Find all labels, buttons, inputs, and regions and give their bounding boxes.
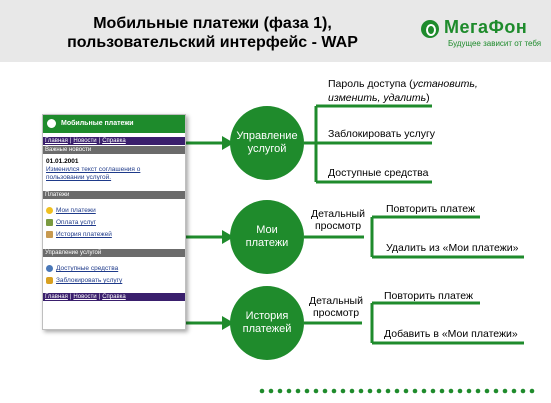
- detail-line-2: просмотр: [314, 220, 362, 232]
- history-icon: [46, 231, 53, 238]
- password-close-paren: ): [426, 92, 430, 104]
- node-my-line-2: платежи: [245, 237, 289, 249]
- wap-header: [43, 115, 185, 133]
- wap-screen: Мобильные платежи Главная|Новости|Справк…: [42, 114, 186, 330]
- label-repeat-payment-history: Повторить платеж: [384, 290, 474, 302]
- title-line-2: пользовательский интерфейс - WAP: [67, 34, 358, 51]
- arrowhead-manage: [222, 136, 234, 150]
- arrowhead-my: [222, 230, 234, 244]
- label-password: Пароль доступа (установить,: [328, 78, 478, 90]
- nav-home-link-bottom[interactable]: Главная: [45, 294, 68, 300]
- label-add-to-my: Добавить в «Мои платежи»: [384, 328, 518, 340]
- label-delete-from-my: Удалить из «Мои платежи»: [386, 242, 519, 254]
- title-line-1: Мобильные платежи (фаза 1),: [93, 15, 332, 32]
- nav-home-link[interactable]: Главная: [45, 138, 68, 144]
- app-icon: [47, 119, 56, 128]
- slide-title: Мобильные платежи (фаза 1), пользователь…: [40, 14, 385, 52]
- detail-line-2-history: просмотр: [312, 307, 360, 319]
- label-repeat-payment-my: Повторить платеж: [386, 203, 476, 215]
- nav-help-link[interactable]: Справка: [102, 138, 126, 144]
- detail-line-1: Детальный: [311, 208, 365, 220]
- dotted-footer: [259, 388, 535, 394]
- nav-help-link-bottom[interactable]: Справка: [102, 294, 126, 300]
- pay-services-link[interactable]: Оплата услуг: [56, 219, 97, 226]
- password-actions-2: изменить, удалить: [328, 92, 427, 104]
- arrowhead-history: [222, 316, 234, 330]
- pay-services-icon: [46, 219, 53, 226]
- megafon-logo-icon: [421, 20, 439, 38]
- logo-slogan: Будущее зависит от тебя: [448, 39, 542, 48]
- detail-line-1-history: Детальный: [309, 295, 363, 307]
- my-payments-link[interactable]: Мои платежи: [56, 207, 96, 214]
- block-service-link[interactable]: Заблокировать услугу: [56, 277, 123, 284]
- header-band: [0, 0, 551, 62]
- section-payments-header: Платежи: [43, 191, 185, 199]
- node-manage-line-2: услугой: [247, 143, 287, 155]
- wap-nav-top: Главная|Новости|Справка: [43, 137, 185, 145]
- star-icon: [46, 207, 53, 214]
- nav-news-link-bottom[interactable]: Новости: [73, 294, 97, 300]
- funds-link[interactable]: Доступные средства: [56, 265, 119, 272]
- node-history-line-2: платежей: [242, 323, 292, 335]
- news-date: 01.01.2001: [46, 158, 79, 165]
- news-link-line-2[interactable]: пользовании услугой.: [46, 174, 112, 181]
- history-link[interactable]: История платежей: [56, 231, 112, 238]
- nav-news-link[interactable]: Новости: [73, 138, 97, 144]
- wap-app-title: Мобильные платежи: [61, 120, 134, 127]
- label-block-service: Заблокировать услугу: [328, 128, 436, 140]
- section-news-header: Важные новости: [43, 146, 185, 154]
- node-manage-line-1: Управление: [236, 130, 298, 142]
- node-history-line-1: История: [245, 310, 289, 322]
- section-service-header: Управление услугой: [43, 249, 185, 257]
- label-password-line2: изменить, удалить): [328, 92, 430, 104]
- node-my-line-1: Мои: [256, 224, 278, 236]
- funds-icon: [46, 265, 53, 272]
- lock-icon: [46, 277, 53, 284]
- news-link-line-1[interactable]: Изменился текст соглашения о: [46, 166, 141, 173]
- logo-text: МегаФон: [444, 17, 528, 37]
- wap-nav-bottom: Главная|Новости|Справка: [43, 293, 185, 301]
- password-actions-1: установить,: [412, 78, 478, 90]
- password-text: Пароль доступа (: [328, 78, 413, 90]
- label-available-funds: Доступные средства: [328, 167, 429, 179]
